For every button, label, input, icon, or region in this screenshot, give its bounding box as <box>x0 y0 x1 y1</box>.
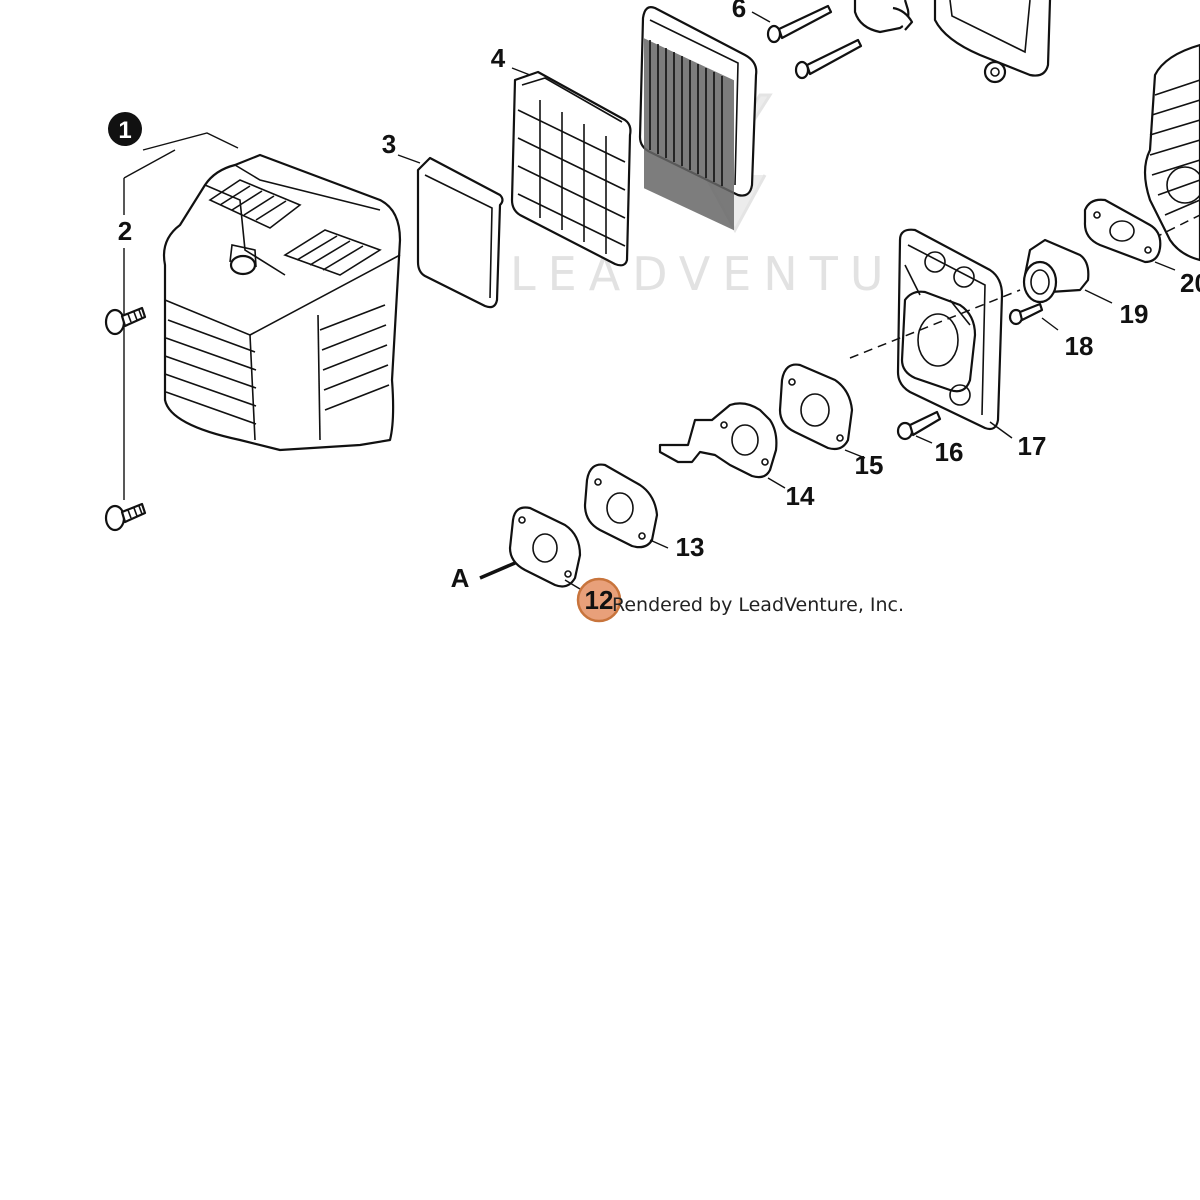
callout-14[interactable]: 14 <box>786 481 815 511</box>
part-13-spacer <box>583 463 669 549</box>
callout-3[interactable]: 3 <box>382 129 396 159</box>
callout-13[interactable]: 13 <box>676 532 705 562</box>
callout-12-highlight <box>576 577 622 623</box>
part-14-bracket <box>658 402 786 489</box>
watermark-text: LEADVENTURE <box>510 247 981 301</box>
part-2-screws <box>104 178 147 532</box>
part-19-manifold <box>1022 238 1113 304</box>
screw-6a <box>766 4 833 44</box>
part-18-screw <box>1008 302 1059 331</box>
part-20-gasket <box>1083 198 1176 271</box>
partial-bracket-top <box>853 0 914 34</box>
render-credit: Rendered by LeadVenture, Inc. <box>612 594 904 616</box>
callout-18[interactable]: 18 <box>1065 331 1094 361</box>
callout-4[interactable]: 4 <box>491 43 506 73</box>
callout-1-label: 1 <box>118 117 131 144</box>
cover-vents-right <box>317 304 390 441</box>
screw-upper <box>104 306 147 336</box>
callout-2[interactable]: 2 <box>118 216 132 246</box>
callout-15[interactable]: 15 <box>855 450 884 480</box>
callout-16[interactable]: 16 <box>935 437 964 467</box>
frame-grid <box>517 100 626 254</box>
callout-12: 12 <box>585 585 614 615</box>
part-16-screw <box>896 410 942 444</box>
cover-top-grille <box>208 179 382 276</box>
screw-lower <box>104 502 147 532</box>
part-15-spacer <box>778 363 866 459</box>
watermark: LEADVENTURE <box>510 93 981 301</box>
callout-12-highlighted[interactable]: 12 <box>576 577 622 623</box>
callout-17[interactable]: 17 <box>1018 431 1047 461</box>
part-3-prefilter <box>416 156 504 309</box>
cover-ribs-left <box>164 319 257 425</box>
marker-a-line <box>479 561 516 580</box>
callouts: 1 2 3 4 6 19 20 18 17 16 15 14 13 A 12 <box>108 0 1200 623</box>
callout-20[interactable]: 20 <box>1180 268 1200 298</box>
callout-6[interactable]: 6 <box>732 0 746 23</box>
callout-1[interactable]: 1 <box>108 112 142 146</box>
part-1-filter-cover <box>162 153 402 452</box>
part-4-filter-frame <box>510 70 632 267</box>
part-17-carb-base <box>849 228 1021 439</box>
marker-a: A <box>451 563 470 593</box>
screw-6b <box>794 38 863 80</box>
part-6-screws <box>751 4 863 80</box>
partial-engine-cylinder <box>1139 43 1200 262</box>
part-5-pleated-filter <box>638 6 758 231</box>
leader-lines <box>123 67 531 179</box>
pleats <box>649 40 723 186</box>
part-12-gasket <box>508 506 586 593</box>
callout-19[interactable]: 19 <box>1120 299 1149 329</box>
partial-base-top-right <box>933 0 1052 84</box>
